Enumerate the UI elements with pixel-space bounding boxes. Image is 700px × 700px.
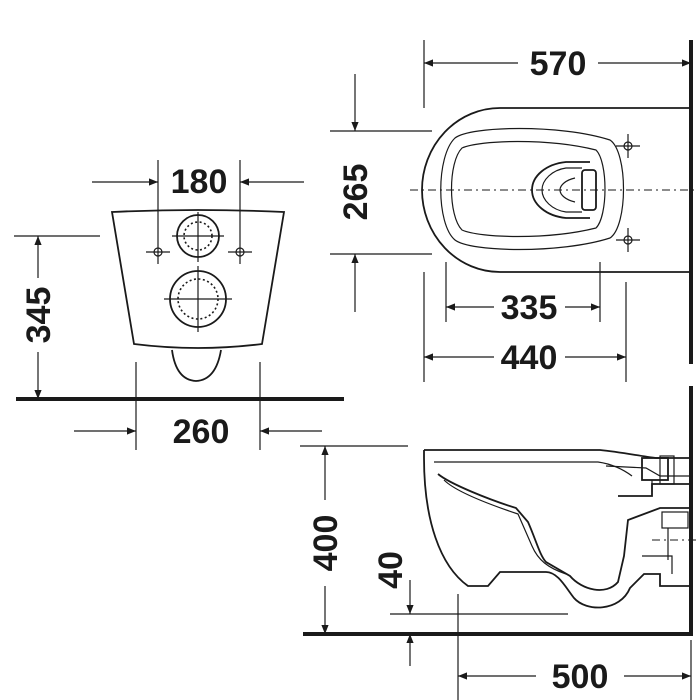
plan-fixing-bottom-icon — [616, 228, 640, 252]
side-seat-top — [424, 449, 691, 459]
front-view: 180 345 260 — [14, 160, 344, 451]
dimension-345: 345 — [14, 235, 100, 399]
side-view: 400 40 500 — [300, 386, 698, 700]
fixing-bolt-left-icon — [146, 240, 170, 264]
dimension-265: 265 — [330, 74, 432, 312]
plan-view: 570 265 335 440 — [330, 40, 698, 382]
dimension-440-label: 440 — [501, 339, 558, 377]
dimension-570-label: 570 — [530, 45, 587, 83]
side-bowl-outer — [423, 450, 691, 609]
dimension-260-label: 260 — [173, 413, 230, 451]
front-bowl-outline — [110, 209, 286, 349]
dimension-500-label: 500 — [552, 658, 609, 696]
dimension-180: 180 — [92, 160, 304, 240]
side-flush-channel — [605, 465, 691, 477]
dimension-335: 335 — [445, 262, 601, 327]
dimension-40: 40 — [372, 551, 568, 666]
plan-fixing-top-icon — [616, 134, 640, 158]
side-connector-icon — [641, 455, 689, 574]
dimension-440: 440 — [423, 272, 627, 382]
dimension-40-label: 40 — [372, 551, 410, 589]
side-seat-lower — [434, 461, 633, 477]
water-inlet-icon — [172, 212, 224, 262]
plan-bowl-inner — [450, 140, 606, 238]
dimension-260: 260 — [74, 362, 322, 451]
dimension-570: 570 — [423, 40, 691, 108]
plan-bowl-rim — [440, 127, 624, 251]
dimension-400: 400 — [300, 445, 408, 634]
dimension-335-label: 335 — [501, 289, 558, 327]
waste-outlet-icon — [164, 266, 232, 332]
side-bowl-inner-2 — [443, 479, 567, 575]
dimension-345-label: 345 — [20, 287, 58, 344]
side-bowl-inner — [437, 473, 691, 591]
dimension-400-label: 400 — [307, 515, 345, 572]
front-pan-foot — [171, 349, 222, 382]
dimension-180-label: 180 — [171, 163, 228, 201]
fixing-bolt-right-icon — [228, 240, 252, 264]
side-flush-pipe — [618, 483, 691, 497]
dimension-265-label: 265 — [337, 164, 375, 221]
dimension-500: 500 — [457, 594, 692, 700]
